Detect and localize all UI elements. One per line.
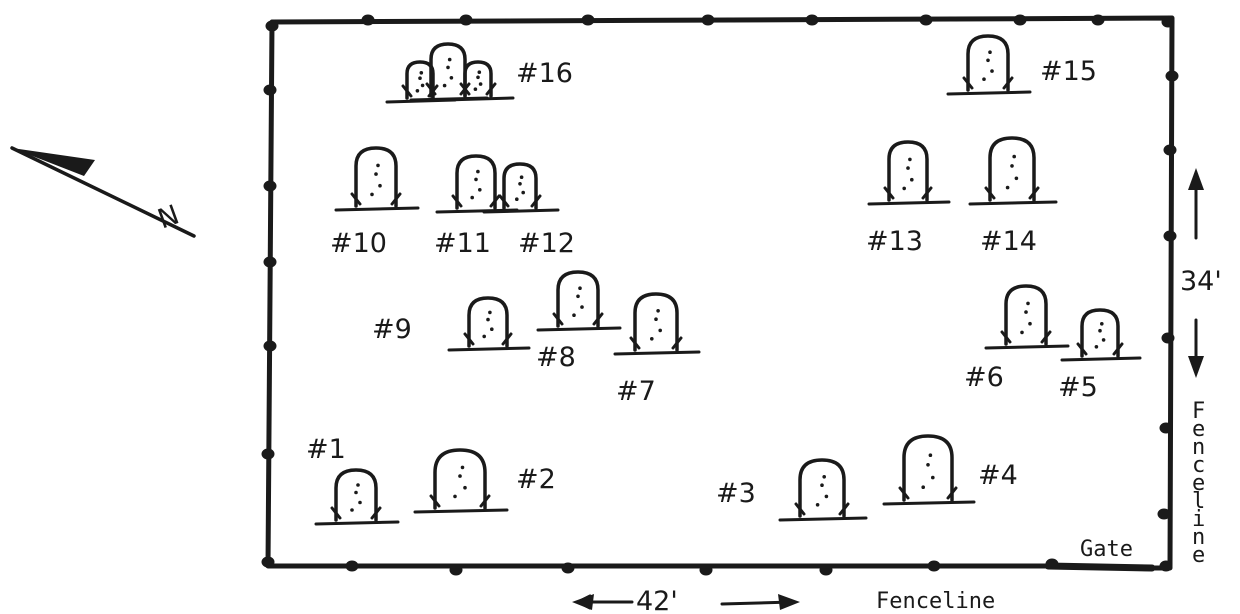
fence-post [1163,144,1177,156]
headstone [946,34,1032,96]
depth-dimension-label: 34' [1180,266,1222,297]
side-fenceline-glyph: l [1192,489,1205,514]
headstone [867,140,951,206]
width-dimension-label: 42' [636,586,678,614]
fence-post [699,564,713,576]
depth-dimension: 34' [1180,168,1222,378]
fence-post [1091,14,1105,26]
grave-labels: #1 #2 #3 #4 #5 #6 #7 #8 #9 #10 #11 #12 #… [306,56,1098,509]
grave-label-15: #15 [1040,56,1097,87]
grave-label-6: #6 [964,362,1004,393]
fence-post [1165,70,1179,82]
fence-post [819,564,833,576]
gate-label: Gate [1080,537,1133,562]
fence-post [1013,14,1027,26]
fence-post [581,14,595,26]
side-fenceline-glyph: F [1192,399,1205,424]
grave-label-1: #1 [306,434,346,465]
grave-label-4: #4 [978,460,1018,491]
side-fenceline-glyph: i [1192,507,1205,532]
fence-post [561,562,575,574]
fence-post [261,448,275,460]
fence-post [1159,560,1173,572]
headstone [447,296,531,352]
fence-post [805,14,819,26]
fence-post [263,340,277,352]
grave-label-7: #7 [616,376,656,407]
grave-label-9: #9 [372,314,412,345]
grave-label-12: #12 [518,228,575,259]
bottom-fenceline-label: Fenceline [876,589,995,614]
headstone [413,448,509,514]
fence-post [1159,422,1173,434]
fence-post [459,14,473,26]
width-dimension: 42' [572,586,800,614]
grave-label-10: #10 [330,228,387,259]
north-label: N [154,199,184,235]
headstones [314,34,1142,526]
grave-label-8: #8 [536,342,576,373]
headstone [1060,308,1142,362]
headstone [613,292,701,356]
side-fenceline-glyph: n [1192,435,1205,460]
north-arrow: N [10,146,196,238]
fence-post [261,556,275,568]
grave-label-3: #3 [716,478,756,509]
fence-post [1161,16,1175,28]
grave-label-14: #14 [980,226,1037,257]
fence-post [263,84,277,96]
headstone [443,60,515,102]
fence-post [345,560,359,572]
fence-post [265,20,279,32]
fence-post [919,14,933,26]
headstone [882,434,976,506]
fence-post [263,256,277,268]
grave-label-5: #5 [1058,372,1098,403]
side-fenceline-glyph: e [1192,471,1205,496]
fence-post [1163,230,1177,242]
grave-label-16: #16 [516,58,573,89]
headstone [536,270,622,332]
side-fenceline-label: Fenceline [1192,399,1205,568]
headstone [778,458,868,522]
fence-posts [261,14,1179,576]
grave-label-13: #13 [866,226,923,257]
grave-label-11: #11 [434,228,491,259]
headstone [968,136,1058,206]
fence-post [361,14,375,26]
fence-post [701,14,715,26]
headstone [482,162,560,214]
headstone [314,468,400,526]
fence-post [1161,332,1175,344]
side-fenceline-glyph: e [1192,417,1205,442]
fence-post [449,564,463,576]
side-fenceline-glyph: e [1192,543,1205,568]
fence-post [927,560,941,572]
headstone [385,60,457,104]
fence-boundary [261,14,1179,576]
fence-post [1045,558,1059,570]
headstone [334,146,420,212]
grave-label-2: #2 [516,464,556,495]
headstone [984,284,1070,350]
fence-post [1157,508,1171,520]
side-fenceline-glyph: c [1192,453,1205,478]
side-fenceline-glyph: n [1192,525,1205,550]
fence-post [263,180,277,192]
